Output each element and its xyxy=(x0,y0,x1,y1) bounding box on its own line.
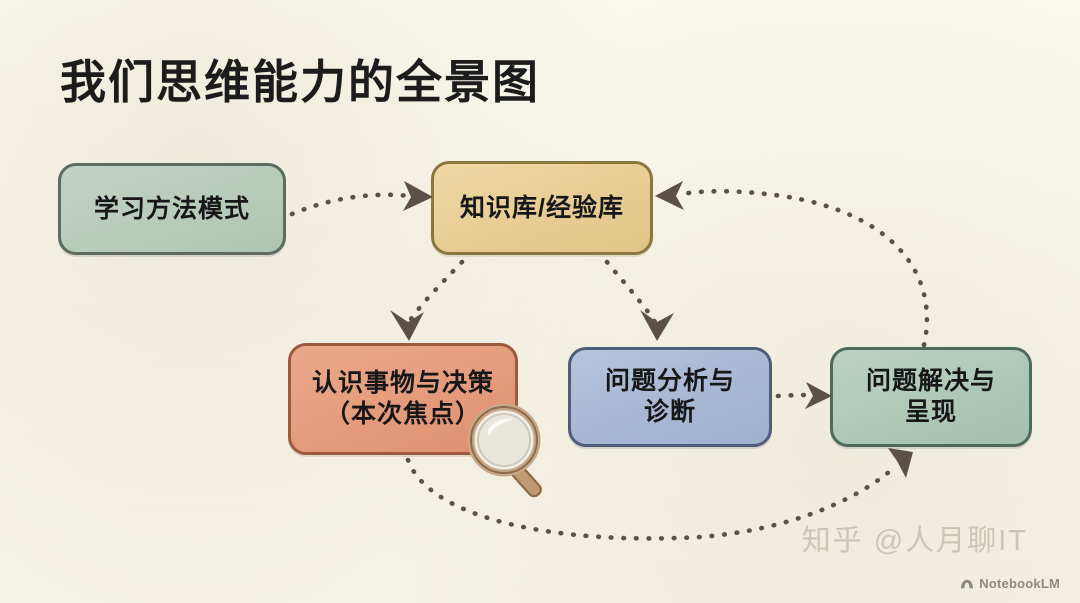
edge-solution-to-knowledge xyxy=(655,181,930,348)
node-cognition-and-decision[interactable]: 认识事物与决策 （本次焦点） xyxy=(288,343,518,455)
zhihu-watermark-text: 知乎 @人月聊IT xyxy=(801,525,1028,557)
node-label: 学习方法模式 xyxy=(93,194,250,223)
node-knowledge-base[interactable]: 知识库/经验库 xyxy=(431,161,653,255)
page-title: 我们思维能力的全景图 xyxy=(60,56,540,108)
edge-learning-to-knowledge xyxy=(289,181,433,217)
edge-analysis-to-solution xyxy=(775,382,832,409)
edge-knowledge-to-cognition xyxy=(390,259,465,341)
node-problem-analysis[interactable]: 问题分析与 诊断 xyxy=(568,347,772,447)
node-label: 知识库/经验库 xyxy=(460,193,624,222)
edge-knowledge-to-analysis xyxy=(604,259,674,341)
node-label: 问题分析与 诊断 xyxy=(604,367,735,426)
node-label: 问题解决与 呈现 xyxy=(865,367,996,426)
notebooklm-logo-icon xyxy=(961,579,974,588)
node-problem-solution[interactable]: 问题解决与 呈现 xyxy=(830,347,1032,447)
node-label: 认识事物与决策 （本次焦点） xyxy=(311,369,494,428)
node-learning-methods[interactable]: 学习方法模式 xyxy=(58,163,286,255)
notebooklm-label: NotebookLM xyxy=(979,576,1060,591)
notebooklm-badge: NotebookLM xyxy=(960,576,1060,591)
watermark: 知乎 @人月聊IT xyxy=(802,517,1028,559)
